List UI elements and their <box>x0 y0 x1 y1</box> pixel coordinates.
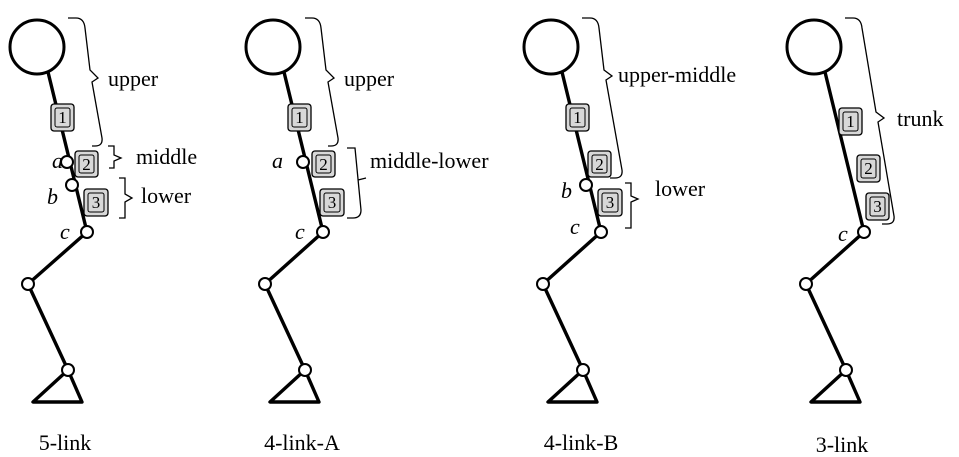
segment-box-2: 2 <box>587 150 612 178</box>
box-label: 3 <box>328 193 337 212</box>
head-icon <box>785 18 843 76</box>
joint-c <box>316 225 330 239</box>
box-label: 1 <box>295 108 304 127</box>
segment-label-lower: lower <box>141 183 192 208</box>
box-label: 2 <box>595 155 604 174</box>
segment-box-3: 3 <box>597 188 623 217</box>
joint-b <box>579 178 593 192</box>
brace-upper <box>305 17 339 147</box>
segment-box-1: 1 <box>565 103 590 132</box>
ankle-joint <box>61 363 75 377</box>
panel-3-link: 1 2 3 c trunk 3-link <box>785 17 943 457</box>
segment-box-2: 2 <box>74 150 99 178</box>
box-label: 1 <box>58 108 67 127</box>
brace-lower <box>119 177 134 219</box>
body-skeleton <box>522 18 603 404</box>
joint-label-a: a <box>272 148 283 173</box>
joint-c <box>857 225 871 239</box>
head-icon <box>522 18 580 76</box>
box-label: 1 <box>573 108 582 127</box>
joint-label-a: a <box>52 148 63 173</box>
segment-box-2: 2 <box>856 154 881 183</box>
brace-trunk <box>845 17 895 225</box>
knee-joint <box>799 277 813 291</box>
brace-middle <box>108 145 123 169</box>
segment-label-upper: upper <box>108 66 159 91</box>
segment-label-upper: upper <box>344 66 395 91</box>
ankle-joint <box>839 363 853 377</box>
segment-box-1: 1 <box>838 107 863 136</box>
joint-label-c: c <box>570 214 580 239</box>
brace-lower <box>625 182 640 229</box>
segment-box-1: 1 <box>287 103 312 132</box>
knee-joint <box>258 277 272 291</box>
box-label: 3 <box>606 193 615 212</box>
box-label: 3 <box>873 197 882 216</box>
brace-upper <box>68 17 103 147</box>
joint-c <box>80 225 94 239</box>
joint-label-b: b <box>561 178 572 203</box>
segment-label-middle: middle <box>136 144 197 169</box>
joint-a <box>296 155 310 169</box>
head-icon <box>8 18 66 76</box>
segment-label-middle-lower: middle-lower <box>370 148 489 173</box>
panel-caption: 4-link-A <box>264 430 340 455</box>
box-label: 3 <box>92 193 101 212</box>
joint-label-c: c <box>60 219 70 244</box>
ankle-joint <box>298 363 312 377</box>
joint-label-c: c <box>838 221 848 246</box>
segment-label-upper-middle: upper-middle <box>618 62 736 87</box>
joint-label-c: c <box>295 219 305 244</box>
body-skeleton <box>244 18 325 404</box>
panel-caption: 3-link <box>816 432 869 457</box>
joint-b <box>65 178 79 192</box>
panel-4-link-b: 1 2 3 b c upper-middle lower 4-link-B <box>522 17 736 455</box>
brace-upper-middle <box>582 17 623 179</box>
knee-joint <box>536 277 550 291</box>
ankle-joint <box>576 363 590 377</box>
box-label: 1 <box>846 112 855 131</box>
joint-c <box>594 225 608 239</box>
segment-box-3: 3 <box>865 192 890 221</box>
body-skeleton <box>785 18 866 404</box>
segment-box-3: 3 <box>83 188 109 217</box>
segment-box-3: 3 <box>319 188 345 217</box>
head-icon <box>244 18 302 76</box>
panel-caption: 4-link-B <box>544 430 619 455</box>
segment-box-1: 1 <box>50 103 75 132</box>
joint-a <box>60 155 74 169</box>
box-label: 2 <box>82 155 91 174</box>
panel-4-link-a: 1 2 3 a c upper middle-lower 4-link-A <box>244 17 489 455</box>
brace-middle-lower <box>347 147 367 219</box>
joint-label-b: b <box>47 184 58 209</box>
segment-box-2: 2 <box>311 150 336 178</box>
segment-label-lower: lower <box>655 176 706 201</box>
box-label: 2 <box>319 155 328 174</box>
knee-joint <box>21 277 35 291</box>
body-skeleton <box>8 18 89 404</box>
panel-caption: 5-link <box>39 430 92 455</box>
box-label: 2 <box>864 159 873 178</box>
segment-label-trunk: trunk <box>897 106 943 131</box>
panel-5-link: 1 2 3 a b c upper middle lower 5-link <box>8 17 197 455</box>
